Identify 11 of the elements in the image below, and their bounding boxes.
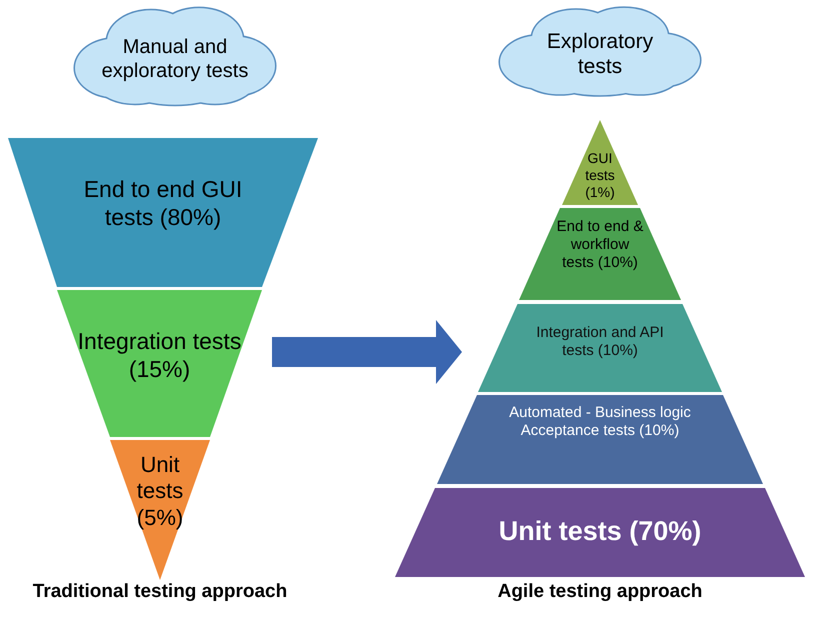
pyramid-layer: End to end GUI tests (80%) (8, 138, 318, 287)
pyramid-layer: Automated - Business logic Acceptance tests (10%) (437, 395, 763, 484)
caption: Agile testing approach (496, 580, 704, 604)
pyramid-layer: GUI tests (1%) (562, 120, 638, 205)
caption: Traditional testing approach (32, 580, 288, 604)
pyramid-layer: Unit tests (5%) (110, 440, 210, 580)
pyramid-layer: Unit tests (70%) (395, 488, 805, 577)
pyramid-layer: Integration and API tests (10%) (478, 304, 722, 392)
pyramid-layer: End to end & workflow tests (10%) (519, 208, 681, 300)
pyramid-layer: Integration tests (15%) (57, 290, 262, 437)
arrow (272, 320, 462, 384)
